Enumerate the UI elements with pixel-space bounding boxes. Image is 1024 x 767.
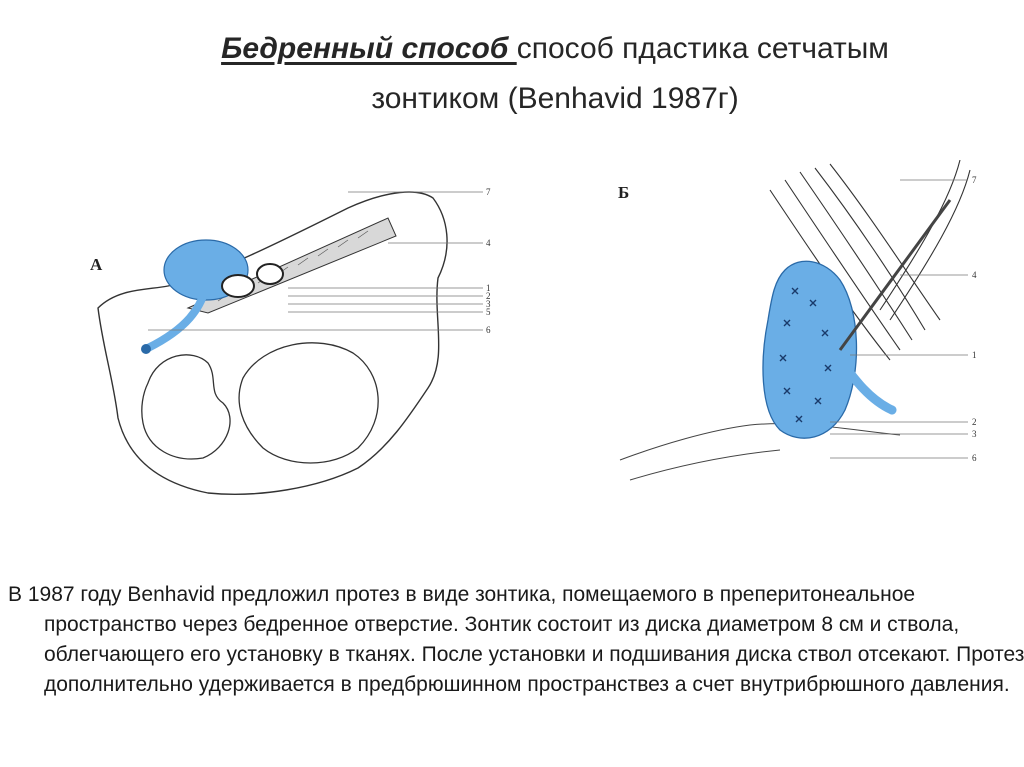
obturator-foramen [141, 354, 231, 460]
callout-a-7: 7 [486, 187, 491, 197]
femoral-vessel-2 [256, 263, 284, 285]
callout-b-7: 7 [972, 175, 977, 185]
callout-b-4: 4 [972, 270, 977, 280]
title-emphasis: Бедренный способ [221, 32, 517, 65]
callout-labels-b: 7 4 1 2 3 6 [972, 175, 977, 463]
umbrella-stem-b [835, 355, 897, 415]
callout-lines-b [830, 179, 968, 459]
callout-a-6: 6 [486, 325, 491, 335]
body-paragraph: В 1987 году Benhavid предложил протез в … [8, 583, 1024, 696]
callout-a-3: 3 [486, 299, 491, 309]
acetabulum [238, 342, 379, 464]
illustration-b: Б [618, 160, 977, 481]
title-rest: способ пдастика сетчатым [516, 32, 889, 65]
callout-b-1: 1 [972, 350, 977, 360]
illustration-a: А 7 4 [90, 187, 491, 495]
figure-b-letter: Б [618, 183, 629, 202]
title-line-2: зонтиком (Benhavid 1987г) [371, 82, 739, 115]
umbrella-stem [144, 284, 210, 352]
callout-a-4: 4 [486, 238, 491, 248]
callout-b-3: 3 [972, 429, 977, 439]
callout-a-1: 1 [486, 283, 491, 293]
slide-title: Бедренный способ способ пдастика сетчаты… [140, 24, 970, 124]
figure-a-letter: А [90, 255, 103, 274]
umbrella-disk-b [762, 260, 858, 439]
callout-lines-a [148, 191, 483, 331]
callout-a-5: 5 [486, 307, 491, 317]
title-line-1: Бедренный способ способ пдастика сетчаты… [140, 24, 970, 74]
callout-b-6: 6 [972, 453, 977, 463]
lower-tissue [619, 423, 901, 481]
stem-tip [141, 344, 151, 354]
suture-marks [779, 287, 832, 423]
instrument [838, 199, 952, 351]
callout-b-2: 2 [972, 417, 977, 427]
femoral-vessel-1 [221, 274, 255, 298]
callout-labels-a: 7 4 1 2 3 5 6 [486, 187, 491, 335]
callout-a-2: 2 [486, 291, 491, 301]
